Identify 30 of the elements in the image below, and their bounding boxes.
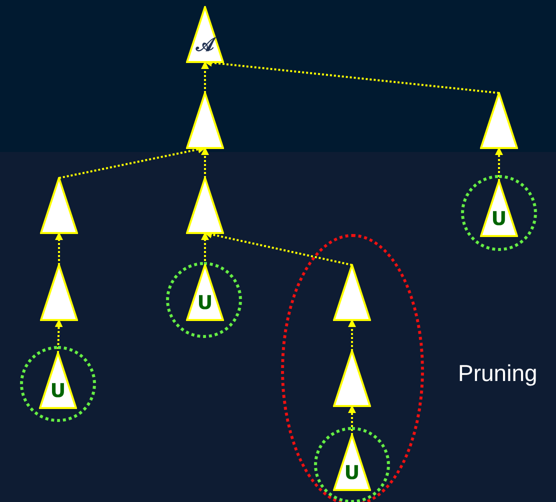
triangle-node	[40, 177, 78, 234]
triangle-node	[480, 180, 518, 237]
triangle-node	[333, 434, 371, 491]
node-label: U	[343, 462, 361, 484]
triangle-node	[333, 264, 371, 321]
highlight-ellipse	[281, 234, 424, 502]
triangle-node	[39, 352, 77, 409]
triangle-node	[186, 6, 224, 63]
triangle-node	[40, 264, 78, 321]
arrow	[348, 319, 356, 351]
node-label: 𝒜	[186, 34, 224, 56]
triangle-node	[186, 177, 224, 234]
arrow	[54, 319, 63, 354]
side-label: Pruning	[458, 360, 538, 387]
highlight-circle	[461, 175, 537, 251]
triangle-node	[333, 350, 371, 407]
arrow	[55, 232, 63, 265]
triangle-node	[186, 92, 224, 149]
node-label: U	[490, 208, 508, 230]
highlight-circle	[314, 427, 390, 502]
arrow	[348, 405, 356, 435]
node-label: U	[49, 380, 67, 402]
triangle-node	[186, 264, 224, 321]
arrow	[201, 61, 209, 93]
arrow	[495, 147, 503, 181]
arrow	[201, 147, 209, 178]
highlight-circle	[20, 346, 96, 422]
highlight-circle	[166, 262, 242, 338]
node-label: U	[196, 292, 214, 314]
triangle-node	[480, 92, 518, 149]
